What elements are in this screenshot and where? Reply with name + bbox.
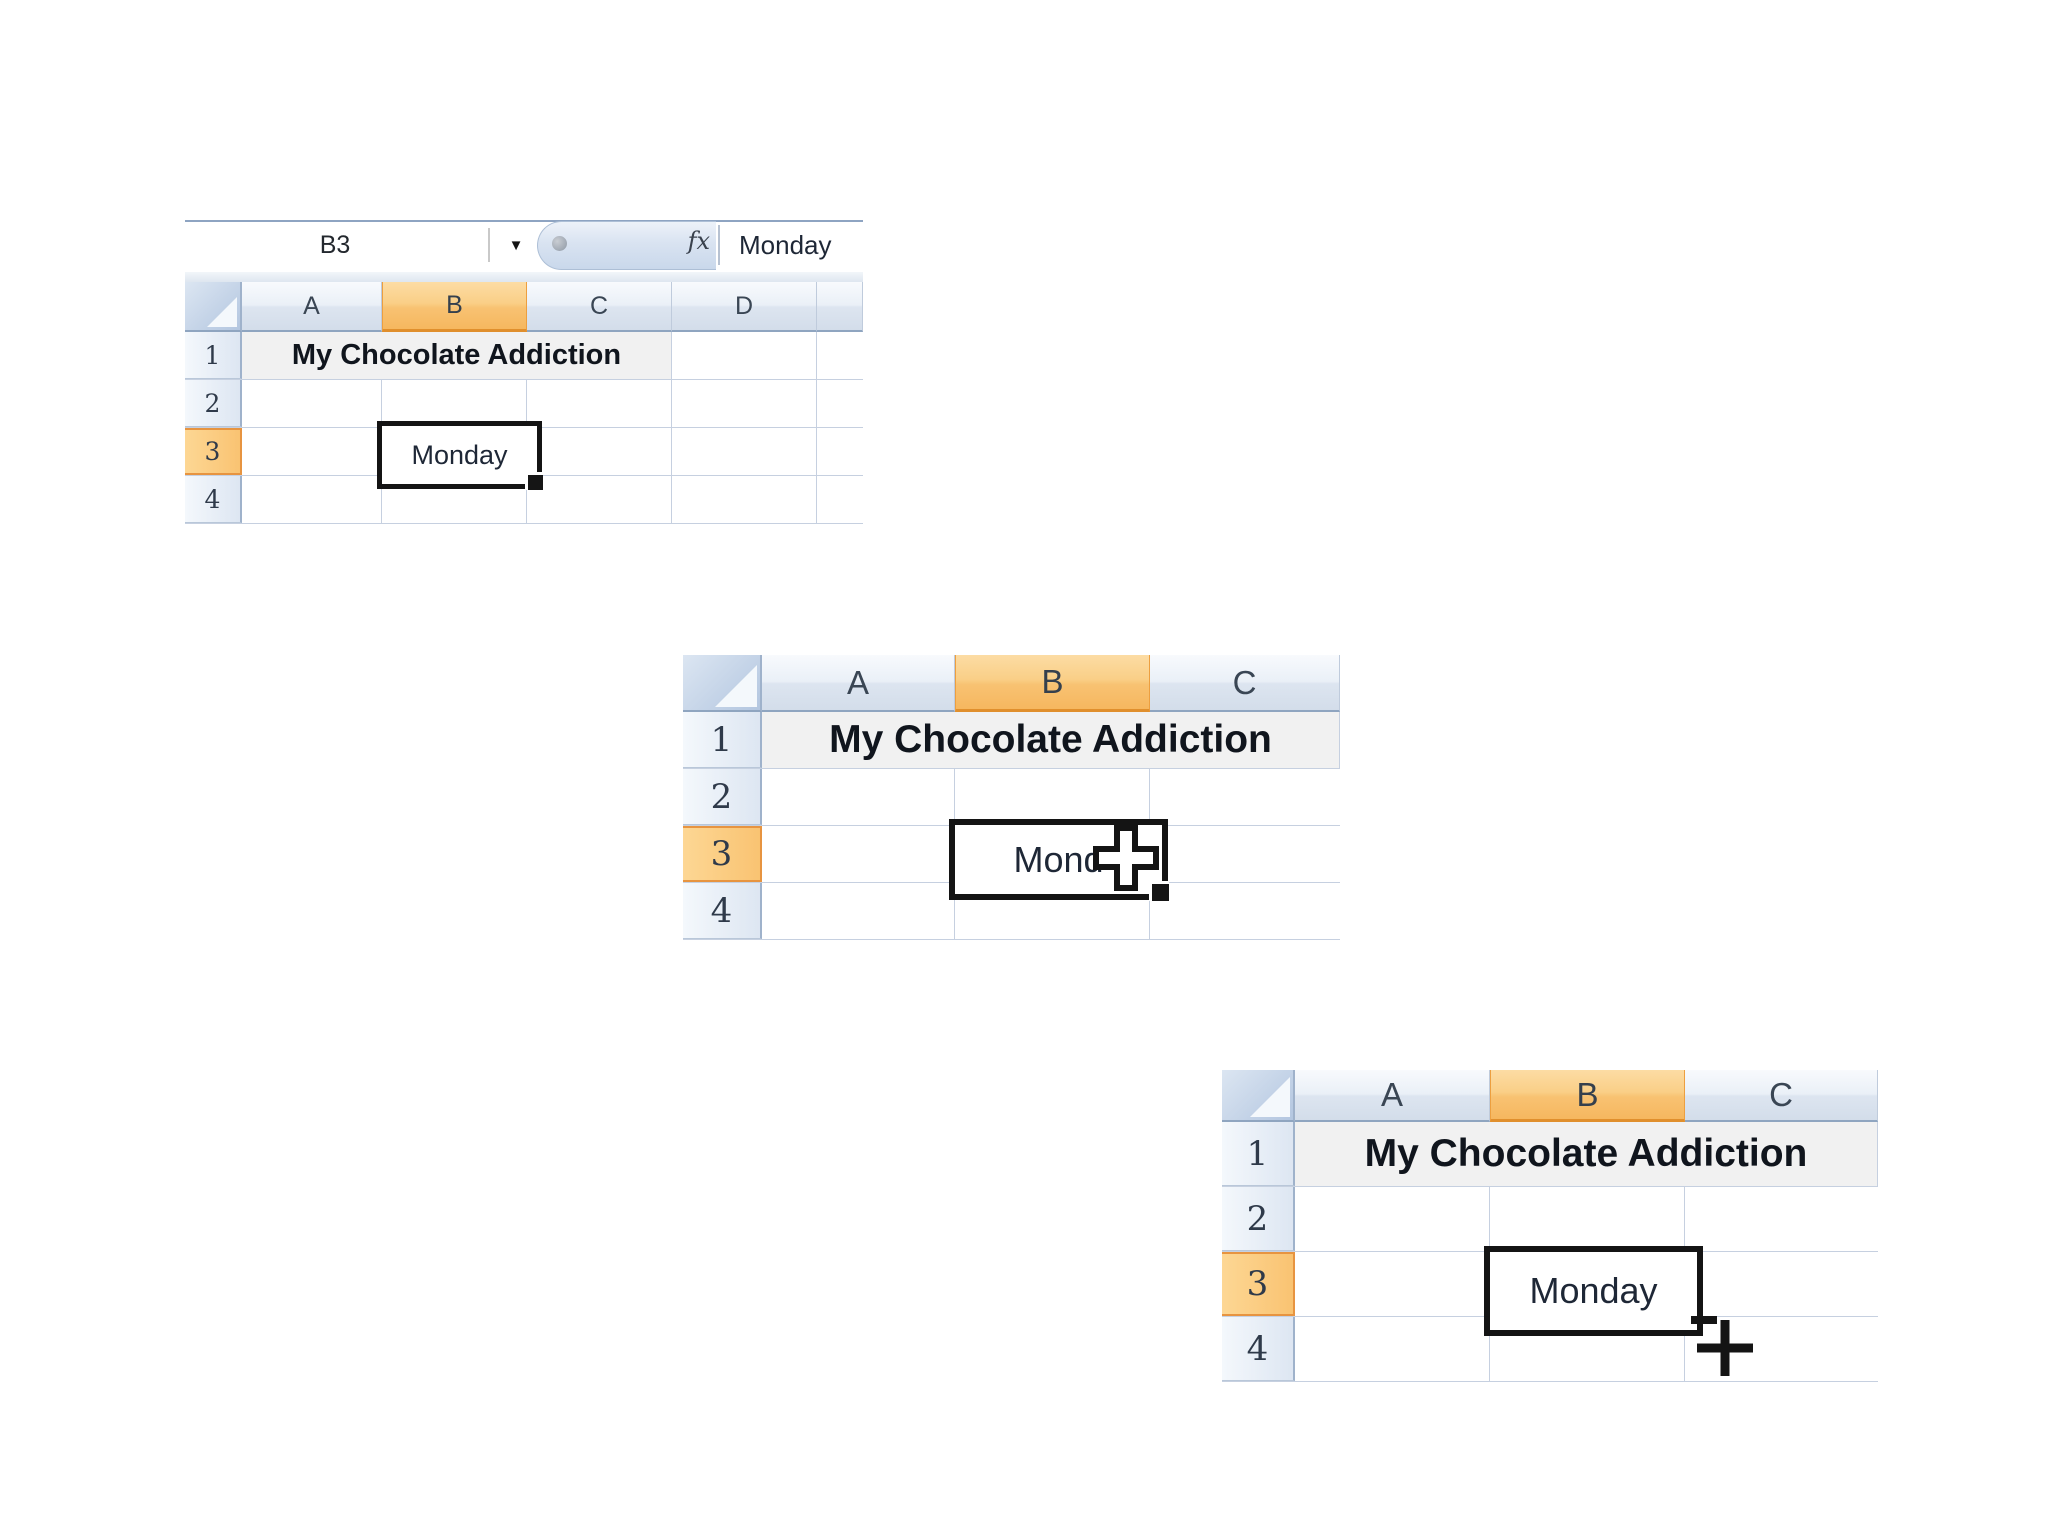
cell-e1[interactable]	[817, 332, 863, 379]
title-cell-a1[interactable]: My Chocolate Addiction	[242, 332, 672, 379]
cell-a3[interactable]	[762, 826, 955, 882]
row-header-2[interactable]: 2	[1222, 1187, 1295, 1251]
cell-c4[interactable]	[527, 476, 672, 523]
select-all-corner[interactable]	[185, 282, 242, 332]
row-header-4[interactable]: 4	[683, 883, 762, 939]
column-header-b-selected[interactable]: B	[382, 282, 527, 332]
row-header-1[interactable]: 1	[683, 712, 762, 768]
cell-a4[interactable]	[762, 883, 955, 939]
spreadsheet-panel-1: B3 ▼ fx Monday A B C D 1 My Choco	[185, 220, 863, 526]
sheet-grid: A B C 1 My Chocolate Addiction 2 3	[1222, 1070, 1878, 1382]
formula-bar-row: B3 ▼ fx Monday	[185, 220, 863, 274]
cell-c3[interactable]	[1685, 1252, 1878, 1316]
column-header-row: A B C	[1222, 1070, 1878, 1122]
name-box[interactable]: B3	[185, 222, 485, 268]
selected-cell-b3[interactable]: Monday	[377, 421, 542, 489]
row-header-1[interactable]: 1	[1222, 1122, 1295, 1186]
column-header-partial[interactable]	[817, 282, 863, 332]
row-4: 4	[1222, 1317, 1878, 1382]
column-header-a[interactable]: A	[1295, 1070, 1490, 1122]
cell-a3[interactable]	[242, 428, 382, 475]
row-header-3-selected[interactable]: 3	[1222, 1252, 1295, 1316]
row-2: 2	[1222, 1187, 1878, 1252]
column-header-row: A B C	[683, 655, 1340, 712]
select-all-triangle-icon	[715, 665, 757, 707]
fill-handle-cross-cursor-icon	[1695, 1318, 1755, 1378]
row-1: 1 My Chocolate Addiction	[1222, 1122, 1878, 1187]
cell-a4[interactable]	[242, 476, 382, 523]
spreadsheet-panel-3: A B C 1 My Chocolate Addiction 2 3	[1222, 1070, 1878, 1383]
formula-bar-capsule: fx	[537, 221, 716, 270]
name-box-divider	[488, 228, 490, 262]
row-header-4[interactable]: 4	[1222, 1317, 1295, 1381]
row-4: 4	[683, 883, 1340, 940]
cell-d4[interactable]	[672, 476, 817, 523]
select-all-corner[interactable]	[1222, 1070, 1295, 1122]
row-1: 1 My Chocolate Addiction	[185, 332, 863, 380]
column-header-a[interactable]: A	[762, 655, 955, 712]
cell-b2[interactable]	[1490, 1187, 1685, 1251]
formula-bar-input[interactable]: Monday	[739, 229, 832, 260]
cell-c3[interactable]	[1150, 826, 1340, 882]
row-header-1[interactable]: 1	[185, 332, 242, 379]
title-cell-a1[interactable]: My Chocolate Addiction	[762, 712, 1340, 768]
column-header-c[interactable]: C	[1150, 655, 1340, 712]
spreadsheet-panel-2: A B C 1 My Chocolate Addiction 2 3	[683, 655, 1340, 940]
cell-c4[interactable]	[1150, 883, 1340, 939]
cell-a2[interactable]	[762, 769, 955, 825]
cell-d3[interactable]	[672, 428, 817, 475]
cell-c2[interactable]	[527, 380, 672, 427]
selected-cell-b3[interactable]: Monday	[1484, 1246, 1703, 1336]
cell-b2[interactable]	[382, 380, 527, 427]
selection-border-extension	[1691, 1316, 1717, 1324]
column-header-d[interactable]: D	[672, 282, 817, 332]
row-1: 1 My Chocolate Addiction	[683, 712, 1340, 769]
row-header-3-selected[interactable]: 3	[185, 428, 242, 475]
cell-d2[interactable]	[672, 380, 817, 427]
insert-function-fx-icon[interactable]: fx	[687, 227, 710, 255]
cell-b2[interactable]	[955, 769, 1150, 825]
column-header-c[interactable]: C	[527, 282, 672, 332]
cell-e3[interactable]	[817, 428, 863, 475]
row-header-2[interactable]: 2	[185, 380, 242, 427]
formula-bar-divider	[718, 225, 720, 265]
column-header-c[interactable]: C	[1685, 1070, 1878, 1122]
select-all-triangle-icon	[207, 297, 237, 327]
cell-e2[interactable]	[817, 380, 863, 427]
column-header-b-selected[interactable]: B	[955, 655, 1150, 712]
cell-c2[interactable]	[1685, 1187, 1878, 1251]
row-4: 4	[185, 476, 863, 524]
cell-a4[interactable]	[1295, 1317, 1490, 1381]
cell-e4[interactable]	[817, 476, 863, 523]
formula-bar-grid-gap	[185, 272, 863, 282]
row-header-3-selected[interactable]: 3	[683, 826, 762, 882]
cell-d1[interactable]	[672, 332, 817, 379]
cell-b3-value: Monday	[411, 439, 508, 470]
cell-c2[interactable]	[1150, 769, 1340, 825]
cell-a2[interactable]	[1295, 1187, 1490, 1251]
selected-cell-b3[interactable]: Mond	[949, 819, 1168, 900]
row-2: 2	[683, 769, 1340, 826]
title-cell-a1[interactable]: My Chocolate Addiction	[1295, 1122, 1878, 1186]
name-box-value: B3	[319, 230, 351, 259]
column-header-b-selected[interactable]: B	[1490, 1070, 1685, 1122]
select-all-corner[interactable]	[683, 655, 762, 712]
cell-a3[interactable]	[1295, 1252, 1490, 1316]
select-all-triangle-icon	[1250, 1077, 1290, 1117]
white-cross-select-cursor-icon	[1093, 825, 1159, 891]
formula-bar-dot-icon	[552, 236, 567, 251]
fill-handle[interactable]	[1149, 881, 1169, 901]
cell-b3-value: Mond	[1013, 838, 1104, 880]
cell-b3-value: Monday	[1529, 1270, 1658, 1311]
chevron-down-icon[interactable]: ▼	[508, 236, 524, 254]
cell-a2[interactable]	[242, 380, 382, 427]
column-header-a[interactable]: A	[242, 282, 382, 332]
column-header-row: A B C D	[185, 282, 863, 332]
cell-c3[interactable]	[527, 428, 672, 475]
row-header-4[interactable]: 4	[185, 476, 242, 523]
fill-handle[interactable]	[525, 472, 543, 490]
row-header-2[interactable]: 2	[683, 769, 762, 825]
